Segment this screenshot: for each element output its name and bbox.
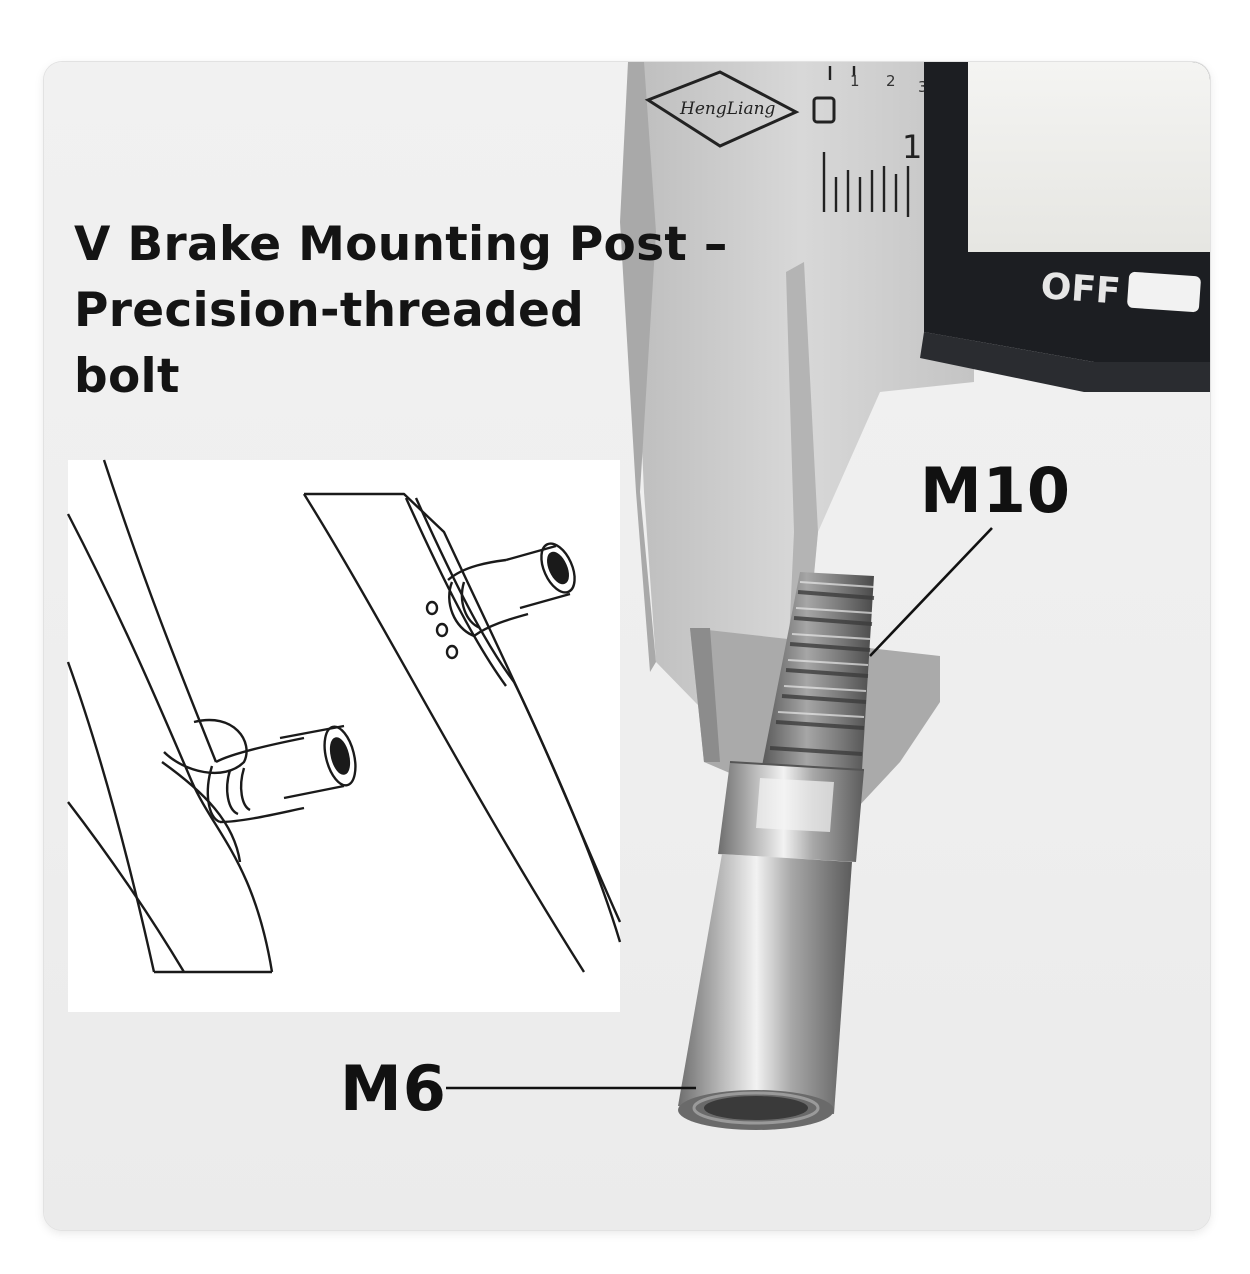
brand-logo-text: HengLiang — [679, 99, 776, 119]
caliper-scale — [822, 66, 910, 217]
title-line-3: bolt — [74, 349, 180, 404]
scale-mark-2: 2 — [886, 72, 896, 90]
off-switch-label: OFF — [1039, 266, 1121, 312]
scale-mark-1: 1 — [850, 72, 860, 90]
m10-leader-line — [869, 527, 993, 657]
product-photo: HengLiang 1 2 3 1 — [66, 62, 1210, 1130]
frame-illustration — [66, 459, 622, 1012]
mounting-post-bolt — [678, 572, 875, 1130]
product-title: V Brake Mounting Post – Precision-thread… — [74, 212, 814, 410]
title-line-2: Precision-threaded — [74, 283, 585, 338]
scale-main-digit: 1 — [902, 128, 922, 166]
m10-callout: M10 — [920, 454, 1071, 527]
title-line-1: V Brake Mounting Post – — [74, 217, 728, 272]
m6-callout: M6 — [340, 1052, 447, 1125]
scale-mark-3: 3 — [918, 78, 928, 96]
caliper-display-housing: OFF — [920, 62, 1210, 392]
product-image-card: HengLiang 1 2 3 1 — [44, 62, 1210, 1230]
off-switch — [1127, 271, 1201, 313]
